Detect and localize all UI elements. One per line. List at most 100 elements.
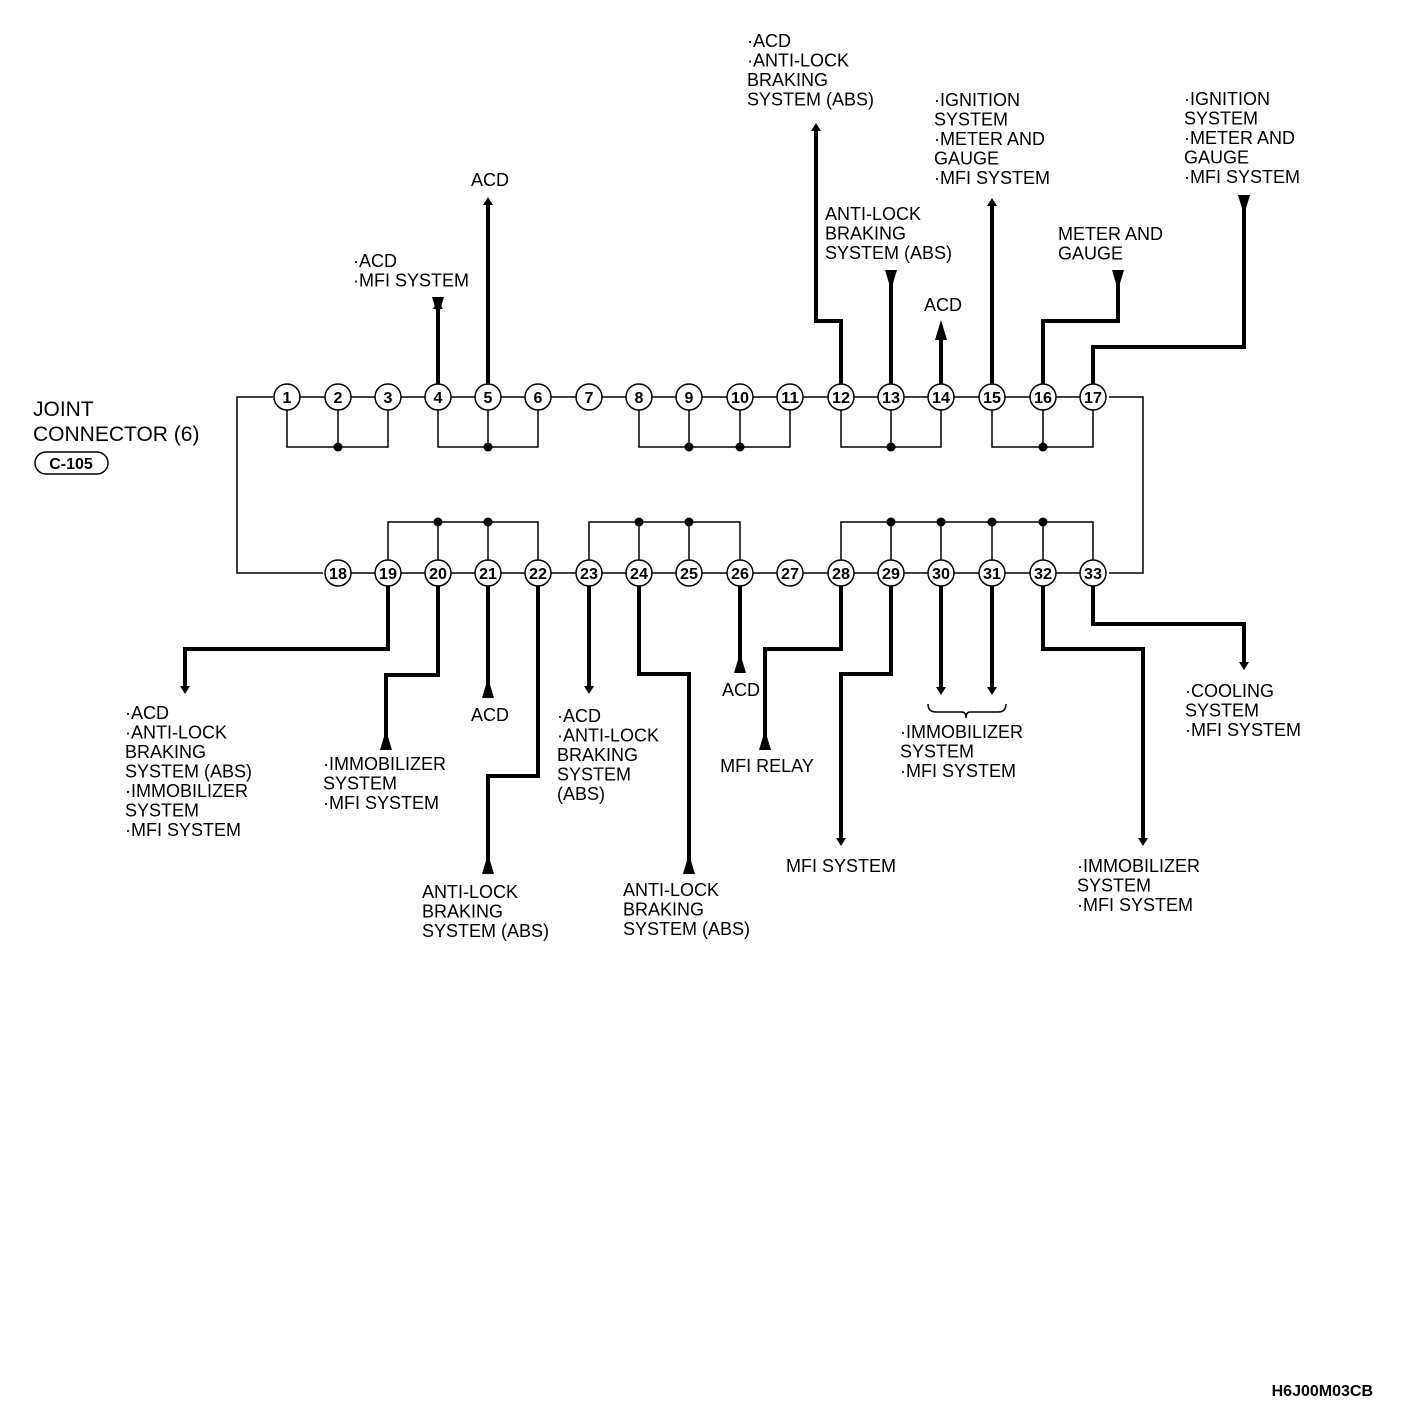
pin-circle: [978, 559, 1006, 587]
pin-circle: [1029, 383, 1057, 411]
label-line: ANTI-LOCK: [825, 204, 921, 224]
label-line: SYSTEM: [1077, 876, 1151, 896]
pin-circle: [625, 383, 653, 411]
label-line: ·MFI SYSTEM: [1077, 895, 1193, 915]
label-line: MFI RELAY: [720, 756, 814, 776]
pin-circle: [424, 559, 452, 587]
splice-dot: [1038, 442, 1048, 452]
pin-19: 19: [374, 559, 402, 587]
label-line: SYSTEM: [1184, 109, 1258, 129]
pin-number: 31: [983, 566, 1001, 583]
label-line: ACD: [722, 680, 760, 700]
pin-number: 8: [635, 390, 644, 407]
pin-circle: [575, 383, 603, 411]
label-line: ·IMMOBILIZER: [323, 754, 446, 774]
pin-25: 25: [675, 559, 703, 587]
pin-number: 21: [479, 566, 497, 583]
label-line: MFI SYSTEM: [786, 856, 896, 876]
pin-circle: [474, 559, 502, 587]
wire-pin-17: [1091, 203, 1246, 384]
pin-circle: [675, 559, 703, 587]
connector-title-line1: JOINT: [33, 398, 94, 421]
pin-circle: [827, 383, 855, 411]
pin-number: 28: [832, 566, 850, 583]
label-line: ·ANTI-LOCK: [747, 51, 849, 71]
arrow-pin-20: [380, 730, 392, 750]
pin-number: 24: [630, 566, 648, 583]
pin-11: 11: [776, 383, 804, 411]
pin-8: 8: [625, 383, 653, 411]
splice-dot: [684, 517, 694, 527]
splice-dots: [333, 442, 1048, 527]
label-pin-29: MFI SYSTEM: [786, 856, 896, 876]
pin-number: 10: [731, 390, 749, 407]
pin-number: 17: [1084, 390, 1102, 407]
wire-pin-29: [836, 586, 893, 846]
label-line: ACD: [471, 170, 509, 190]
splice-dot: [936, 517, 946, 527]
connector-code-badge: [34, 451, 109, 475]
wire-pin-16: [1041, 278, 1120, 384]
label-line: ANTI-LOCK: [623, 880, 719, 900]
label-line: ·IMMOBILIZER: [900, 722, 1023, 742]
label-line: ACD: [471, 705, 509, 725]
pin-number: 15: [983, 390, 1001, 407]
pin-12: 12: [827, 383, 855, 411]
pin-circle: [524, 559, 552, 587]
label-line: SYSTEM (ABS): [125, 762, 252, 782]
pin-4: 4: [424, 383, 452, 411]
pin-15: 15: [978, 383, 1006, 411]
pin-number: 9: [685, 390, 694, 407]
label-line: GAUGE: [934, 149, 999, 169]
wire-pin-22: [486, 586, 540, 866]
pin-21: 21: [474, 559, 502, 587]
connector-outline: [236, 396, 1144, 574]
wire-pin-20: [384, 586, 440, 742]
pin-number: 2: [334, 390, 343, 407]
label-line: ·MFI SYSTEM: [125, 820, 241, 840]
label-line: ·IMMOBILIZER: [125, 781, 248, 801]
pin-circle: [524, 383, 552, 411]
pin-33: 33: [1079, 559, 1107, 587]
pin-17: 17: [1079, 383, 1107, 411]
label-pin-28: MFI RELAY: [720, 756, 814, 776]
arrow-pin-28: [759, 730, 771, 750]
pin-1: 1: [273, 383, 301, 411]
connector-title-line2: CONNECTOR (6): [33, 423, 199, 446]
pin-number: 18: [329, 566, 347, 583]
pin-circle: [726, 559, 754, 587]
pin-7: 7: [575, 383, 603, 411]
pin-number: 3: [384, 390, 393, 407]
pin-circle: [827, 559, 855, 587]
pin-number: 29: [882, 566, 900, 583]
pin-13: 13: [877, 383, 905, 411]
pin-23: 23: [575, 559, 603, 587]
label-line: ·COOLING: [1185, 681, 1274, 701]
label-line: BRAKING: [422, 902, 503, 922]
label-line: ·MFI SYSTEM: [900, 761, 1016, 781]
label-line: BRAKING: [557, 745, 638, 765]
arrow-pin-14: [935, 320, 947, 340]
label-line: ·ANTI-LOCK: [125, 723, 227, 743]
splice-dot: [735, 442, 745, 452]
label-line: ·IMMOBILIZER: [1077, 856, 1200, 876]
pin-24: 24: [625, 559, 653, 587]
pin-32: 32: [1029, 559, 1057, 587]
wire-pin-33: [1091, 586, 1249, 670]
label-line: BRAKING: [825, 224, 906, 244]
pin-circle: [776, 559, 804, 587]
label-line: ·ACD: [557, 706, 601, 726]
pin-circle: [1079, 559, 1107, 587]
label-line: ·ACD: [125, 703, 169, 723]
pin-number: 32: [1034, 566, 1052, 583]
pin-circle: [374, 559, 402, 587]
arrow-pin-13: [885, 270, 897, 290]
